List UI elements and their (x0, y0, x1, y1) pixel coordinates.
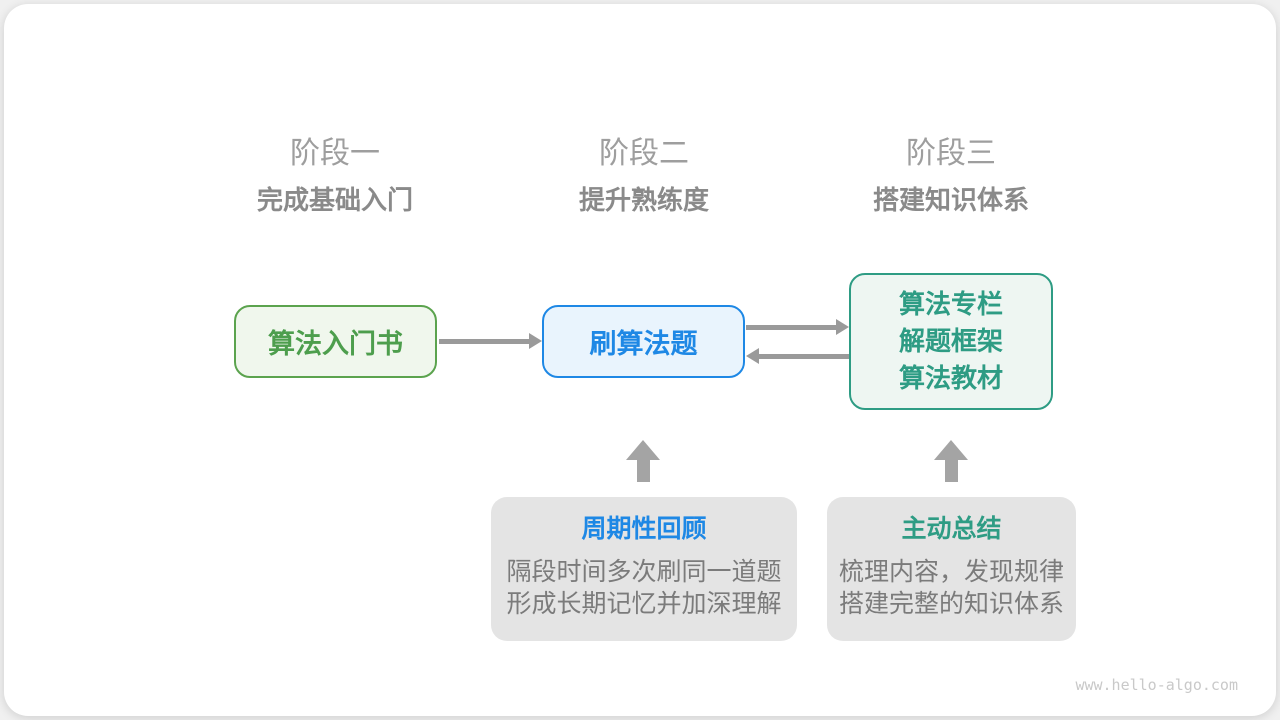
diagram-card: 阶段一 完成基础入门 阶段二 提升熟练度 阶段三 搭建知识体系 算法入门书 刷算… (4, 4, 1276, 716)
stage3-subtitle: 搭建知识体系 (872, 185, 1029, 215)
node-practice: 刷算法题 (542, 305, 745, 378)
callout-periodic-review-body: 隔段时间多次刷同一道题 形成长期记忆并加深理解 (506, 556, 781, 620)
arrow-shaft (439, 338, 529, 344)
node-resources-line1: 算法专栏 (898, 289, 1003, 319)
node-practice-label: 刷算法题 (589, 329, 698, 359)
node-resources-line2: 解题框架 (898, 326, 1003, 356)
stage2-subtitle: 提升熟练度 (578, 185, 709, 215)
callout-body-line: 形成长期记忆并加深理解 (506, 590, 782, 618)
up-arrow-stem (636, 460, 650, 482)
arrow-shaft (746, 324, 836, 330)
node-intro-book: 算法入门书 (234, 305, 437, 378)
arrow-intro-to-practice (439, 332, 542, 350)
up-arrow-head (934, 440, 968, 460)
arrow-practice-to-resources (746, 318, 849, 336)
callout-periodic-review: 周期性回顾 隔段时间多次刷同一道题 形成长期记忆并加深理解 (491, 497, 797, 641)
stage1-subtitle: 完成基础入门 (256, 185, 413, 215)
up-arrow-head (626, 440, 660, 460)
site-watermark: www.hello-algo.com (1075, 676, 1238, 694)
stage1-title: 阶段一 (290, 137, 380, 170)
node-resources: 算法专栏 解题框架 算法教材 (849, 273, 1053, 410)
up-arrow-summary-icon (934, 440, 968, 482)
callout-active-summary-title: 主动总结 (901, 515, 1002, 543)
callout-active-summary: 主动总结 梳理内容，发现规律 搭建完整的知识体系 (827, 497, 1076, 641)
arrow-left-head-icon (746, 348, 759, 364)
callout-periodic-review-title: 周期性回顾 (581, 515, 707, 543)
callout-body-line: 隔段时间多次刷同一道题 (506, 558, 782, 586)
up-arrow-review-icon (626, 440, 660, 482)
up-arrow-stem (944, 460, 958, 482)
stage3-title: 阶段三 (906, 137, 996, 170)
callout-body-line: 梳理内容，发现规律 (838, 558, 1064, 586)
arrow-shaft (759, 353, 849, 359)
callout-active-summary-body: 梳理内容，发现规律 搭建完整的知识体系 (839, 556, 1064, 620)
node-intro-book-label: 算法入门书 (268, 329, 403, 359)
arrow-resources-to-practice (746, 347, 849, 365)
arrow-right-head-icon (836, 319, 849, 335)
node-resources-line3: 算法教材 (898, 363, 1003, 393)
arrow-right-head-icon (529, 333, 542, 349)
stage2-title: 阶段二 (599, 137, 689, 170)
callout-body-line: 搭建完整的知识体系 (838, 590, 1064, 618)
